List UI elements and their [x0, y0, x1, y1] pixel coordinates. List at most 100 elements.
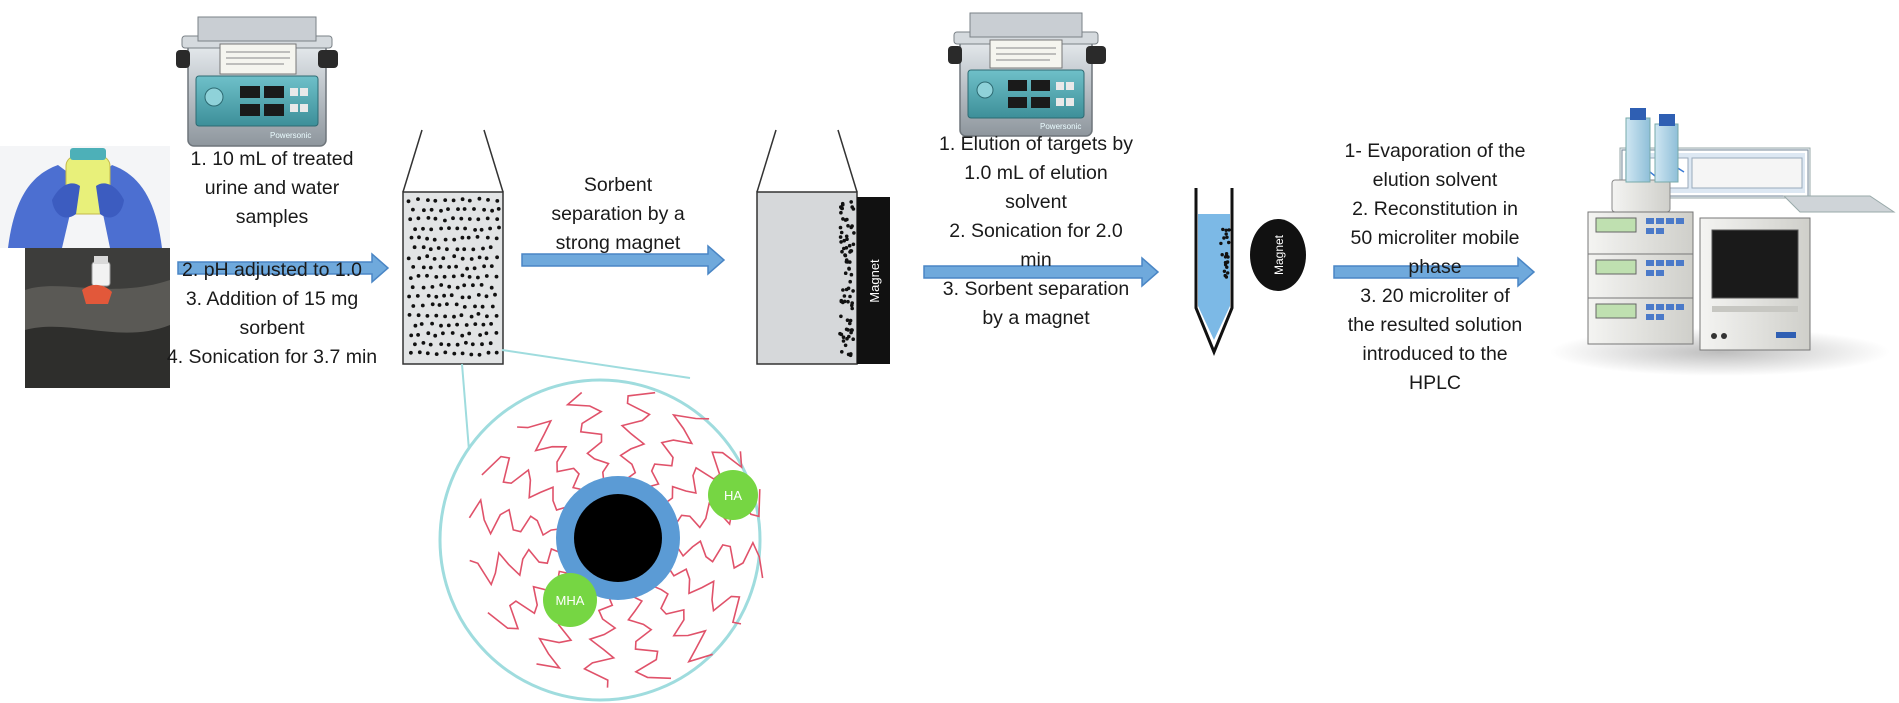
sorbent-particle — [446, 323, 451, 328]
sorbent-particle — [482, 207, 486, 212]
sorbent-particle — [484, 274, 489, 278]
sorbent-particle — [462, 283, 467, 288]
step-3-text: 1. Elution of targets by 1.0 mL of eluti… — [918, 130, 1154, 333]
sorbent-particle — [407, 313, 412, 317]
sorbent-particle — [847, 243, 852, 248]
sorbent-particle — [406, 256, 411, 261]
polymer-chain — [582, 596, 617, 688]
sorbent-particle — [471, 247, 476, 252]
sorbent-particle — [443, 314, 447, 319]
sorbent-particle — [848, 279, 852, 284]
sorbent-particle — [496, 207, 501, 211]
sorbent-particle — [476, 275, 480, 280]
step-3-line: min — [1020, 249, 1052, 271]
sorbent-particle — [417, 235, 421, 240]
sorbent-particle — [460, 273, 465, 278]
sorbent-particle — [425, 314, 430, 318]
step-4-line: introduced to the — [1362, 343, 1508, 365]
sorbent-particle — [478, 333, 482, 337]
sorbent-particle — [451, 198, 456, 203]
sorbent-particle — [851, 242, 856, 247]
sorbent-particle — [846, 286, 851, 291]
magnet-bar — [857, 197, 890, 364]
step-2-text: Sorbent separation by a strong magnet — [528, 171, 708, 258]
sorbent-particle — [843, 253, 848, 258]
step-2-line: Sorbent — [583, 174, 653, 196]
magnetic-core — [574, 494, 662, 582]
sorbent-particle — [476, 312, 481, 316]
polymer-chain — [648, 413, 710, 488]
sorbent-particle — [843, 271, 848, 276]
sorbent-particle — [421, 245, 426, 250]
sorbent-particle — [462, 207, 467, 211]
sorbent-particle — [469, 352, 474, 357]
sorbent-particle — [495, 255, 499, 260]
polymer-chain — [469, 547, 561, 587]
mha-label: MHA — [556, 593, 585, 608]
step-4-line: 2. Reconstitution in — [1352, 198, 1518, 220]
step-3-line: solvent — [1005, 191, 1067, 213]
sorbent-particle — [413, 227, 417, 232]
sorbent-particle — [847, 334, 851, 339]
sorbent-particle — [441, 331, 445, 336]
sorbent-particle — [415, 294, 420, 298]
sorbent-particle — [462, 247, 467, 252]
sorbent-particle — [429, 227, 434, 232]
sorbent-particle — [446, 342, 451, 347]
sorbent-particle — [1224, 275, 1229, 279]
step-3-line: 2. Sonication for 2.0 — [949, 220, 1123, 242]
sorbent-particle — [843, 218, 848, 222]
sorbent-particle — [455, 285, 460, 290]
sorbent-particle — [426, 331, 431, 336]
sorbent-particle — [409, 235, 414, 240]
sorbent-particle — [464, 340, 468, 345]
sorbent-particle — [490, 304, 495, 309]
sorbent-particle — [484, 256, 489, 261]
sorbent-particle — [442, 274, 447, 279]
step-4-line: 1- Evaporation of the — [1344, 140, 1526, 162]
sorbent-particle — [852, 231, 856, 235]
sorbent-particle — [489, 264, 494, 268]
step-4-line: phase — [1408, 256, 1462, 278]
sorbent-particle — [466, 235, 471, 240]
sorbent-particle — [450, 331, 455, 335]
sorbent-particle — [452, 314, 456, 319]
sorbent-particle — [486, 350, 491, 355]
sorbent-particle — [454, 302, 459, 307]
sorbent-particle — [839, 240, 843, 244]
step-3-line: 1. Elution of targets by — [938, 133, 1134, 155]
sorbent-particle — [426, 216, 431, 220]
sorbent-particle — [459, 216, 464, 221]
sorbent-particle — [419, 322, 424, 326]
sorbent-particle — [838, 235, 843, 239]
sorbent-particle — [408, 276, 413, 280]
sorbent-particle — [467, 198, 472, 203]
step-1-text: 1. 10 mL of treated urine and water samp… — [148, 145, 396, 372]
sorbent-particle — [841, 288, 845, 292]
mha-molecule — [543, 573, 597, 627]
sorbent-particle — [434, 275, 439, 279]
ha-molecule — [708, 470, 758, 520]
sorbent-particle — [488, 226, 492, 231]
sorbent-particle — [477, 196, 482, 201]
sorbent-particle — [422, 208, 426, 213]
sorbent-particle — [438, 264, 443, 269]
step-4-line: 50 microliter mobile — [1350, 227, 1520, 249]
sorbent-particle — [847, 266, 851, 271]
step-1-line: urine and water — [204, 177, 340, 199]
sorbent-particle — [421, 226, 425, 231]
sorbent-particle — [441, 256, 446, 261]
sorbent-particle — [848, 318, 853, 323]
sorbent-particle — [455, 247, 460, 252]
sorbent-particle — [845, 237, 849, 241]
sorbent-particle — [412, 245, 417, 250]
sorbent-particle — [434, 294, 439, 299]
arrow-step-4 — [1333, 256, 1536, 288]
sorbent-particle — [452, 237, 457, 242]
sorbent-particle — [409, 350, 413, 355]
sorbent-particle — [840, 201, 845, 206]
urine-sample-photo — [0, 146, 170, 248]
sorbent-particle — [850, 301, 854, 305]
arrow-step-3 — [923, 256, 1160, 288]
polymer-chain — [565, 391, 610, 480]
